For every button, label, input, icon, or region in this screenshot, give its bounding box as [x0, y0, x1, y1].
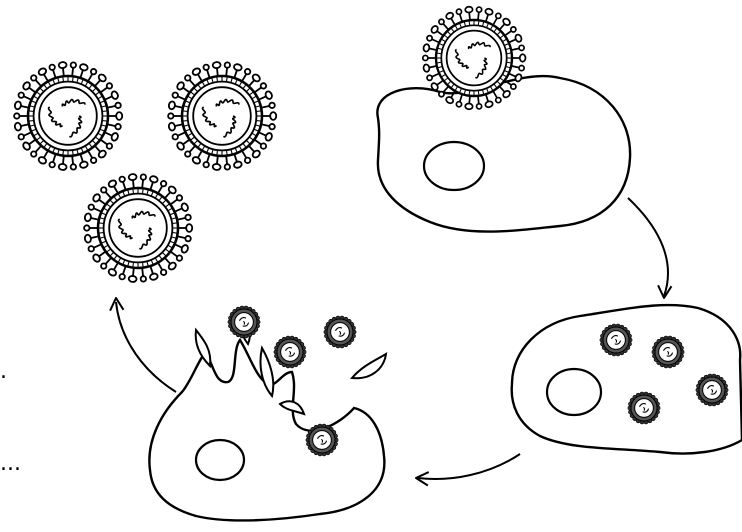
cell-nucleus-2 [547, 369, 601, 415]
virion-progeny [652, 336, 684, 368]
virion-free-3 [84, 174, 192, 283]
virion-progeny [600, 324, 632, 356]
virion-released [274, 336, 306, 368]
arrow-attachment-to-replication [628, 198, 671, 298]
virion-released [324, 316, 356, 348]
arrow-replication-to-lysis [416, 454, 520, 485]
virion-free-2 [168, 62, 276, 171]
virion-released [306, 424, 338, 456]
arrow-release-to-free [110, 298, 176, 392]
virion-attaching [423, 6, 526, 109]
virion-released [228, 306, 260, 338]
cell-nucleus-3 [196, 440, 244, 480]
virion-free-1 [14, 62, 122, 171]
host-cell-attachment [377, 76, 630, 232]
cell-nucleus-1 [424, 142, 484, 190]
cropped-text-mark-2: ... [0, 451, 21, 476]
virion-progeny [696, 374, 728, 406]
membrane-fragment [352, 354, 386, 378]
virion-progeny [628, 392, 660, 424]
cropped-text-mark-1: . [0, 359, 7, 384]
